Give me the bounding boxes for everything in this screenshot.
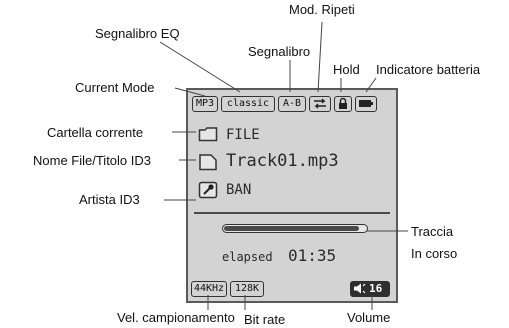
microphone-icon — [198, 181, 218, 199]
folder-icon — [198, 127, 218, 142]
lcd-screen: MP3 classic A-B FILE — [186, 88, 398, 303]
artist-name: BAN — [226, 182, 252, 198]
label-artista: Artista ID3 — [79, 192, 140, 207]
volume-level: 16 — [369, 282, 383, 295]
eq-badge: classic — [221, 96, 275, 112]
track-progress-bar — [222, 224, 368, 233]
repeat-badge — [309, 96, 331, 112]
elapsed-label: elapsed — [222, 250, 273, 264]
label-mod-ripeti: Mod. Ripeti — [289, 2, 355, 17]
label-nome-file: Nome File/Titolo ID3 — [33, 153, 151, 168]
label-traccia: Traccia — [411, 224, 454, 239]
label-current-mode: Current Mode — [75, 80, 155, 95]
folder-name: FILE — [226, 127, 260, 143]
speaker-icon — [354, 283, 366, 294]
sample-rate-badge: 44KHz — [191, 281, 227, 297]
lock-icon — [339, 97, 347, 109]
label-indicatore-batteria: Indicatore batteria — [376, 62, 481, 77]
label-in-corso: In corso — [411, 246, 458, 261]
volume-badge: 16 — [350, 281, 390, 297]
label-segnalibro: Segnalibro — [248, 44, 311, 59]
elapsed-time: 01:35 — [288, 246, 337, 265]
label-bit-rate: Bit rate — [244, 312, 286, 327]
label-segnalibro-eq: Segnalibro EQ — [95, 26, 180, 41]
callout-line-repeat — [317, 21, 323, 93]
repeat-icon — [314, 98, 326, 109]
callout-line-battery — [365, 77, 377, 93]
label-volume: Volume — [347, 310, 391, 325]
callout-line-eq — [159, 41, 241, 93]
label-cartella-corrente: Cartella corrente — [47, 125, 144, 140]
callout-line-mode — [174, 87, 206, 97]
mode-badge: MP3 — [192, 96, 218, 112]
divider — [194, 212, 390, 214]
file-icon — [199, 154, 217, 171]
battery-icon — [359, 100, 373, 107]
bit-rate-badge: 128K — [230, 281, 264, 297]
track-progress-fill — [224, 226, 359, 231]
ab-bookmark-badge: A-B — [278, 96, 306, 112]
battery-badge — [355, 96, 377, 112]
label-vel-campionamento: Vel. campionamento — [117, 310, 235, 325]
label-hold: Hold — [333, 62, 360, 77]
hold-badge — [334, 96, 352, 112]
file-name: Track01.mp3 — [226, 151, 339, 171]
